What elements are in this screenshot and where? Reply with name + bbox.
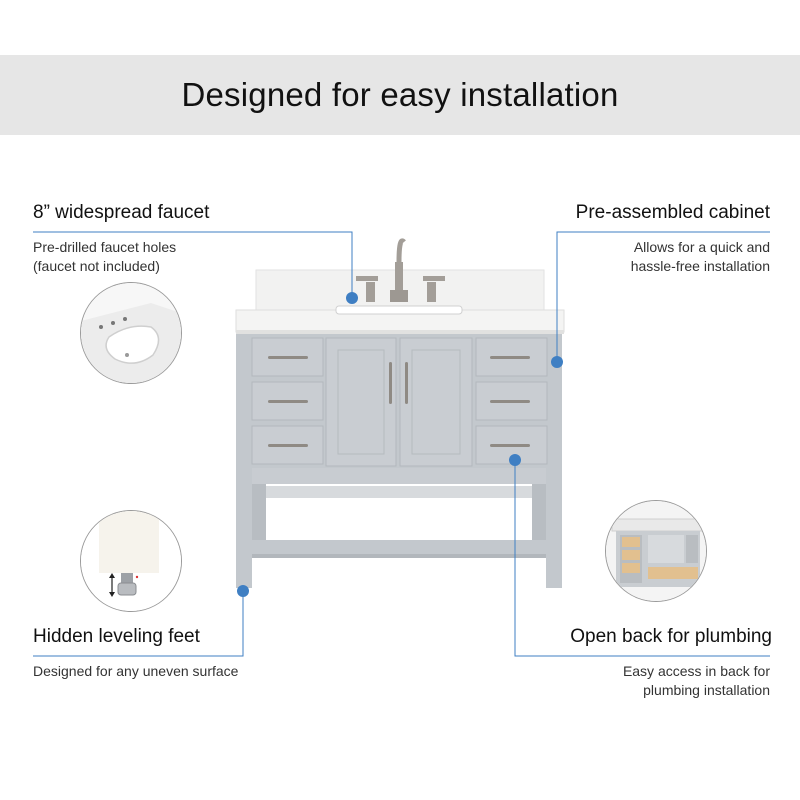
sink-detail-icon <box>81 283 181 383</box>
faucet-feature-title: 8” widespread faucet <box>33 202 210 223</box>
faucet-feature-desc-line1: Pre-drilled faucet holes <box>33 239 177 255</box>
back-feature-desc-line1: Easy access in back for <box>622 663 770 679</box>
back-feature-title: Open back for plumbing <box>570 626 772 647</box>
feet-feature-desc-line1: Designed for any uneven surface <box>33 663 239 679</box>
open-back-icon <box>606 501 706 601</box>
faucet-feature-desc-line2: (faucet not included) <box>33 258 160 274</box>
cabinet-feature-desc-line1: Allows for a quick and <box>633 239 770 255</box>
open-back-circle <box>605 500 707 602</box>
cabinet-feature-title: Pre-assembled cabinet <box>575 202 770 223</box>
back-feature-desc-line2: plumbing installation <box>643 682 770 698</box>
sink-detail-circle <box>80 282 182 384</box>
cabinet-feature-desc-line2: hassle-free installation <box>630 258 770 274</box>
page-title: Designed for easy installation <box>181 76 619 113</box>
leveling-foot-circle <box>80 510 182 612</box>
leveling-foot-icon <box>81 511 181 611</box>
header-banner: Designed for easy installation <box>0 55 800 135</box>
feet-feature-title: Hidden leveling feet <box>33 626 200 647</box>
